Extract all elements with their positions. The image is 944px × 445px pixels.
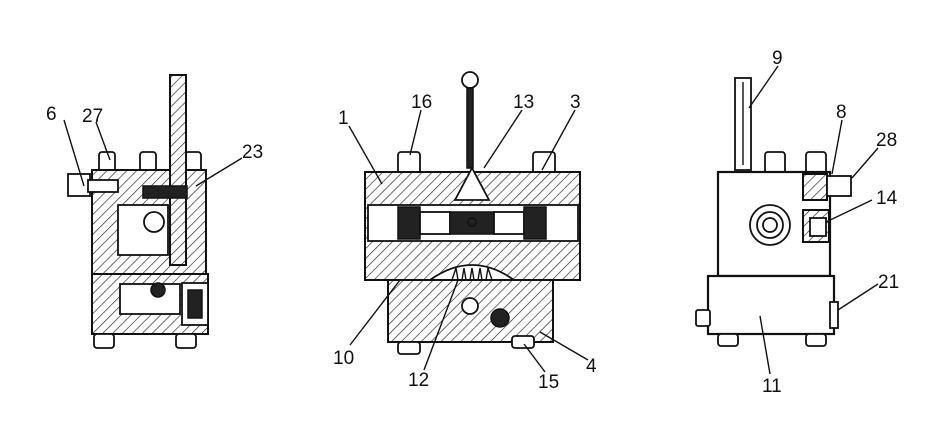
callout-27: 27	[82, 106, 103, 127]
check-ball	[150, 282, 166, 298]
spool-land	[397, 206, 421, 240]
callout-6: 6	[46, 104, 57, 125]
foot	[175, 333, 197, 349]
lever-section	[169, 74, 187, 266]
port-hole	[461, 297, 479, 315]
check-ball	[490, 308, 510, 328]
callout-13: 13	[513, 92, 534, 113]
stud	[805, 151, 827, 175]
callout-3: 3	[570, 92, 581, 113]
callout-11: 11	[762, 376, 782, 397]
right-exterior-view	[695, 77, 852, 347]
foot	[397, 341, 421, 355]
foot	[805, 333, 827, 347]
side-bolt	[87, 179, 119, 193]
pivot-block	[453, 166, 491, 201]
spool-neck	[419, 211, 451, 235]
plug-section	[802, 173, 828, 201]
side-pin	[829, 301, 839, 329]
side-nut	[67, 173, 91, 197]
center-front-section-view	[364, 71, 581, 355]
foot	[717, 333, 739, 347]
callout-8: 8	[836, 102, 847, 123]
callout-9: 9	[772, 48, 783, 69]
handle-rod	[466, 87, 474, 169]
foot	[93, 333, 115, 349]
left-side-section-view	[67, 74, 209, 349]
callout-16: 16	[411, 92, 432, 113]
side-pin	[695, 309, 711, 327]
callout-labels: 6 27 23 1 16 13 3 10 12 15 4 9 8 28 14 2…	[46, 48, 899, 397]
pin	[467, 217, 477, 227]
spool-land	[523, 206, 547, 240]
callout-23: 23	[242, 142, 263, 163]
callout-15: 15	[538, 372, 559, 393]
handle-knob	[461, 71, 479, 89]
spool-neck	[493, 211, 525, 235]
callout-4: 4	[586, 356, 597, 377]
plug-head	[826, 175, 852, 197]
port-core	[762, 217, 778, 233]
callout-10: 10	[333, 348, 354, 369]
lower-channel	[119, 283, 181, 315]
callout-1: 1	[338, 108, 349, 129]
callout-14: 14	[876, 188, 898, 209]
callout-21: 21	[878, 272, 899, 293]
fitting-insert	[809, 217, 827, 237]
foot	[511, 335, 535, 349]
stud	[764, 151, 786, 175]
plug-core	[187, 289, 203, 319]
leader-lines	[63, 65, 879, 375]
callout-12: 12	[408, 370, 429, 391]
callout-28: 28	[876, 130, 897, 151]
spindle	[142, 185, 188, 199]
lower-body	[706, 274, 836, 336]
ball	[143, 211, 165, 233]
